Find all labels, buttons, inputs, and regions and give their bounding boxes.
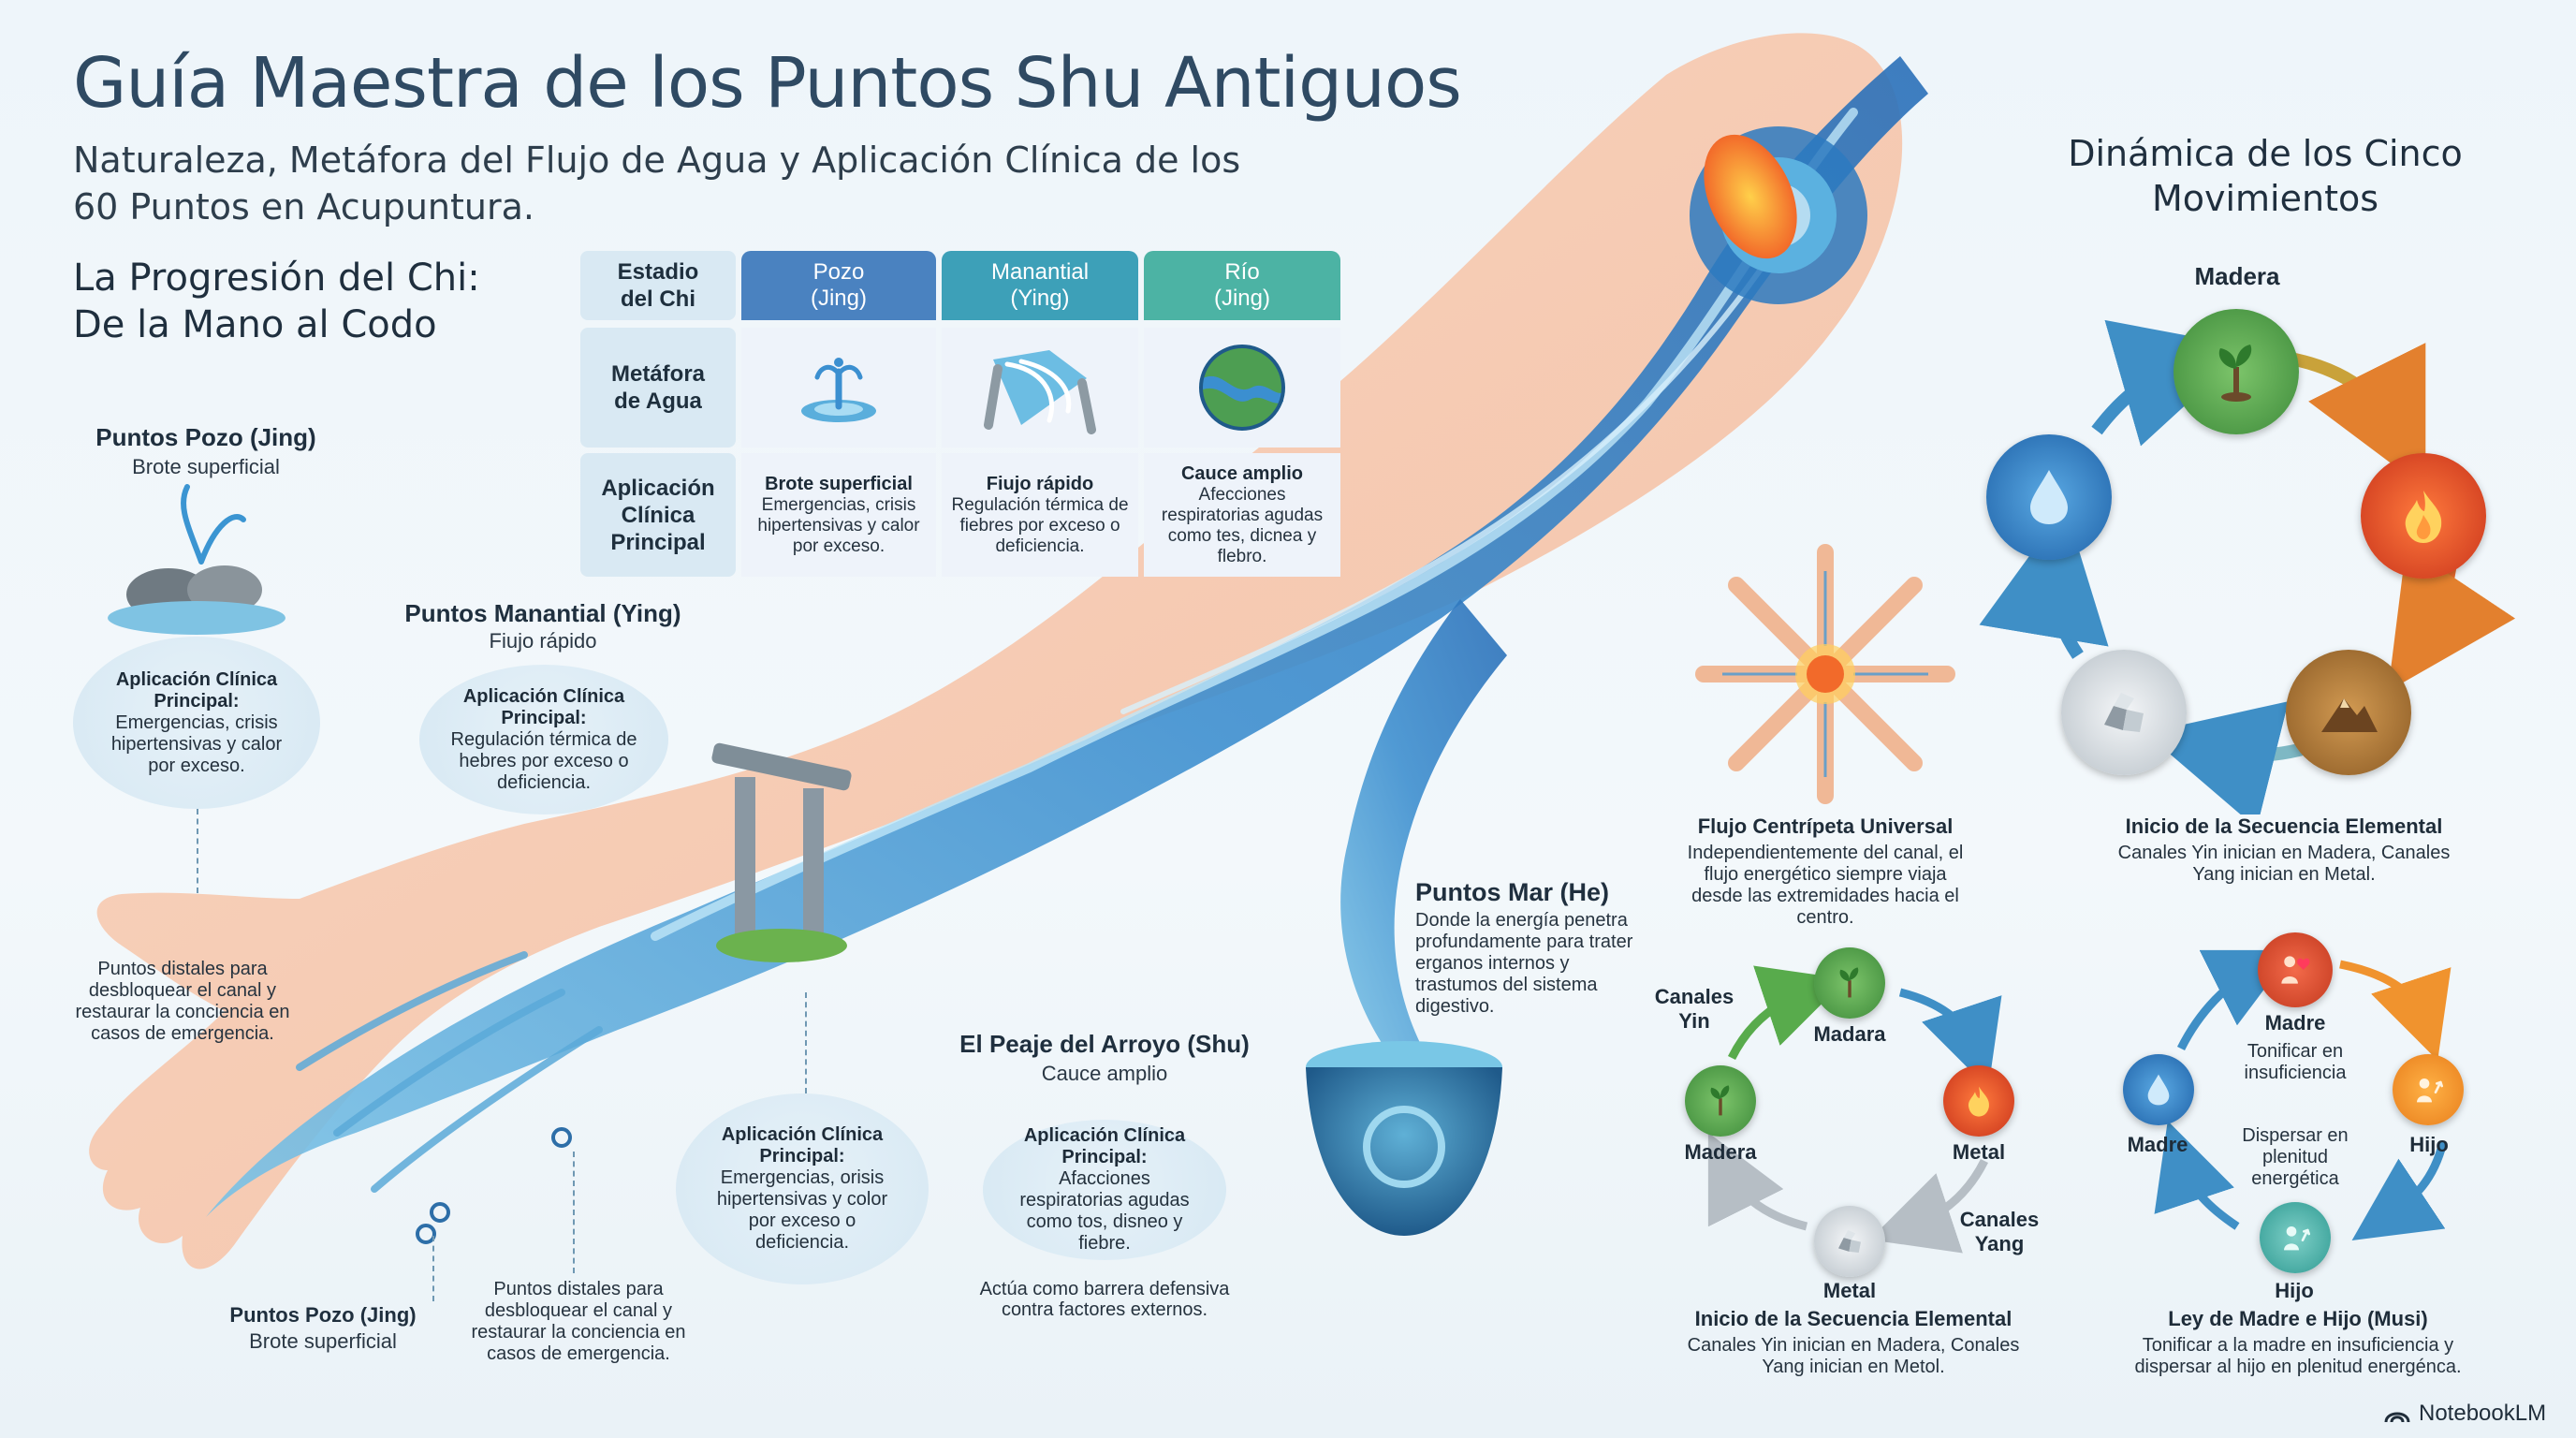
mar-text: Donde la energía penetra profundamente p…	[1415, 910, 1633, 1017]
distal-note: Puntos distales para desbloquear el cana…	[75, 959, 290, 1044]
cinco-heading: Dinámica de los Cinco Movimientos	[2068, 133, 2463, 219]
river-globe-icon	[1199, 345, 1285, 431]
brand-badge: NotebookLM	[2383, 1401, 2546, 1427]
cycle2-wood-left-icon	[1685, 1065, 1756, 1137]
cycle2-canales-yin: Canales Yin	[1654, 985, 1734, 1033]
pozo-subtitle: Brote superficial	[132, 455, 280, 478]
wood-element-icon	[2174, 309, 2299, 434]
progression-heading: La Progresión del Chi: De la Mano al Cod…	[73, 255, 597, 348]
pozo2-subtitle: Brote superficial	[249, 1329, 397, 1353]
pozo2-title: Puntos Pozo (Jing)	[229, 1303, 417, 1327]
table-cell-rio-icon	[1144, 328, 1340, 448]
progression-heading-line1: La Progresión del Chi:	[73, 257, 480, 300]
cycle2-canales-yang: Canales Yang	[1959, 1208, 2040, 1255]
cycle2-text: Canales Yin inician en Madera, Conales Y…	[1687, 1335, 2020, 1377]
table-header-manantial: Manantial (Ying)	[942, 251, 1138, 320]
cycle2-madera: Madera	[1684, 1140, 1757, 1164]
table-cell-manantial-icon	[942, 328, 1138, 448]
fire-element-icon	[2361, 453, 2486, 579]
table-cell-manantial-aplicacion: Fiujo rápido Regulación térmica de fiebr…	[942, 453, 1138, 577]
brand-name: NotebookLM	[2419, 1401, 2547, 1426]
center-bubble-connector	[805, 992, 807, 1093]
page-title: Guía Maestra de los Puntos Shu Antiguos	[73, 43, 1462, 124]
cycle2-metal-icon	[1814, 1206, 1885, 1277]
musi-hijo-bottom: Hijo	[2275, 1279, 2314, 1302]
table-header-rio: Río (Jing)	[1144, 251, 1340, 320]
distal-note-2: Puntos distales para desbloquear el cana…	[471, 1279, 686, 1364]
center-clinical-bubble: Aplicación Clínica Principal: Emergencia…	[676, 1093, 929, 1284]
musi-madre-top: Madre	[2264, 1011, 2326, 1034]
page-subtitle: Naturaleza, Metáfora del Flujo de Agua y…	[73, 139, 1241, 227]
pozo2-connector	[432, 1236, 434, 1301]
earth-element-icon	[2286, 650, 2411, 775]
cycle2-wood-top-icon	[1814, 947, 1885, 1019]
cinco-sequence-text: Canales Yin inician en Madera, Canales Y…	[2117, 843, 2451, 885]
metal-element-icon	[2061, 650, 2187, 775]
cycle2-madara: Madara	[1813, 1022, 1886, 1046]
cinco-madera-label: Madera	[2194, 262, 2280, 290]
waterfall-icon	[984, 350, 1096, 434]
musi-madre-left-icon	[2123, 1054, 2194, 1125]
shu-clinical-bubble: Aplicación Clínica Principal: Afacciones…	[983, 1120, 1226, 1260]
musi-hijo-right-icon	[2393, 1054, 2464, 1125]
musi-tonificar: Tonificar en insuficiencia	[2244, 1041, 2347, 1083]
cycle2-metal-bottom: Metal	[1822, 1279, 1877, 1302]
table-cell-pozo-aplicacion: Brote superficial Emergencias, crisis hi…	[741, 453, 936, 577]
manantial-clinical-bubble: Aplicación Clínica Principal: Regulación…	[419, 665, 668, 814]
table-row-aplicacion-label: Aplicación Clínica Principal	[580, 453, 736, 577]
table-cell-pozo-icon	[741, 328, 936, 448]
centripetal-text: Independientemente del canal, el flujo e…	[1687, 843, 1964, 928]
cycle2-arrows	[1707, 965, 2002, 1254]
musi-arrows	[2154, 949, 2452, 1240]
musi-title: Ley de Madre e Hijo (Musi)	[2168, 1307, 2428, 1330]
musi-hijo-bottom-icon	[2260, 1202, 2331, 1273]
fountain-icon	[801, 358, 876, 422]
cycle2-fire-icon	[1943, 1065, 2014, 1137]
musi-text: Tonificar a la madre en insuficiencia y …	[2134, 1335, 2462, 1377]
musi-madre-left: Madre	[2127, 1133, 2188, 1156]
table-header-pozo: Pozo (Jing)	[741, 251, 936, 320]
manantial-title: Puntos Manantial (Ying)	[404, 599, 681, 627]
shu-title: El Peaje del Arroyo (Shu)	[959, 1030, 1250, 1058]
musi-dispersar: Dispersar en plenitud energética	[2242, 1125, 2349, 1189]
cinco-sequence-title: Inicio de la Secuencia Elemental	[2125, 814, 2443, 838]
cycle2-metal-right: Metal	[1952, 1140, 2006, 1164]
table-header-stage: Estadio del Chi	[580, 251, 736, 320]
progression-heading-line2: De la Mano al Codo	[73, 303, 437, 346]
table-cell-rio-aplicacion: Cauce amplio Afecciones respiratorias ag…	[1144, 453, 1340, 577]
pozo-clinical-bubble: Aplicación Clínica Principal: Emergencia…	[73, 637, 320, 809]
manantial-subtitle: Fiujo rápido	[489, 629, 597, 653]
notebooklm-logo-icon	[2384, 1412, 2410, 1423]
shu-note: Actúa como barrera defensiva contra fact…	[979, 1279, 1230, 1320]
centripetal-title: Flujo Centrípeta Universal	[1697, 814, 1954, 838]
musi-hijo-right: Hijo	[2409, 1133, 2449, 1156]
musi-madre-top-icon	[2258, 932, 2333, 1007]
water-element-icon	[1986, 434, 2112, 560]
pozo-connector	[197, 809, 198, 893]
centripetal-diagram	[1695, 544, 1955, 804]
table-row-metafora-label: Metáfora de Agua	[580, 328, 736, 448]
distal-note-2-connector	[573, 1152, 575, 1273]
cycle2-title: Inicio de la Secuencia Elemental	[1694, 1307, 2012, 1330]
mar-title: Puntos Mar (He)	[1415, 878, 1610, 906]
shu-subtitle: Cauce amplio	[1041, 1062, 1168, 1085]
pozo-title: Puntos Pozo (Jing)	[95, 423, 316, 451]
